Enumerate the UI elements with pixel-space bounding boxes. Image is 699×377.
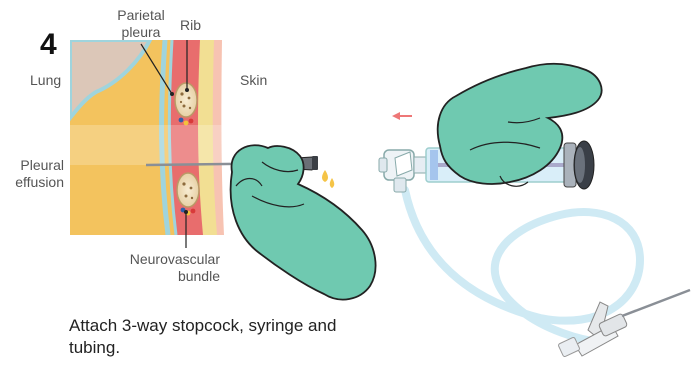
skin-label: Skin [240, 72, 267, 89]
step-caption: Attach 3-way stopcock, syringe and tubin… [69, 315, 389, 359]
rib-label: Rib [180, 17, 201, 34]
pleural-effusion-label-line1: Pleural [12, 157, 64, 174]
insertion-band [70, 125, 235, 165]
direction-arrow-icon [392, 112, 412, 120]
neurovascular-bundle-label-line2: bundle [122, 268, 220, 285]
pleural-effusion-label: Pleural effusion [12, 157, 64, 191]
step-caption-line2: tubing. [69, 337, 389, 359]
parietal-pleura-label-line2: pleura [113, 24, 169, 41]
neurovascular-bundle-label-line1: Neurovascular [122, 251, 220, 268]
chest-wall-cross-section [70, 40, 235, 235]
pleural-effusion-label-line2: effusion [12, 174, 64, 191]
fluid-drop [322, 170, 328, 182]
glove-hand-icon [231, 145, 376, 299]
parietal-pleura-label-line1: Parietal [113, 7, 169, 24]
lung-label: Lung [30, 72, 61, 89]
step-caption-line1: Attach 3-way stopcock, syringe and [69, 315, 389, 337]
step-number: 4 [40, 28, 57, 62]
fluid-drop-2 [330, 178, 335, 188]
stopcock-icon [379, 150, 414, 192]
neurovascular-bundle-label: Neurovascular bundle [122, 251, 220, 285]
parietal-pleura-label: Parietal pleura [113, 7, 169, 41]
rib-bone-icon-lower [177, 173, 199, 207]
rib-bone-icon [175, 83, 197, 117]
